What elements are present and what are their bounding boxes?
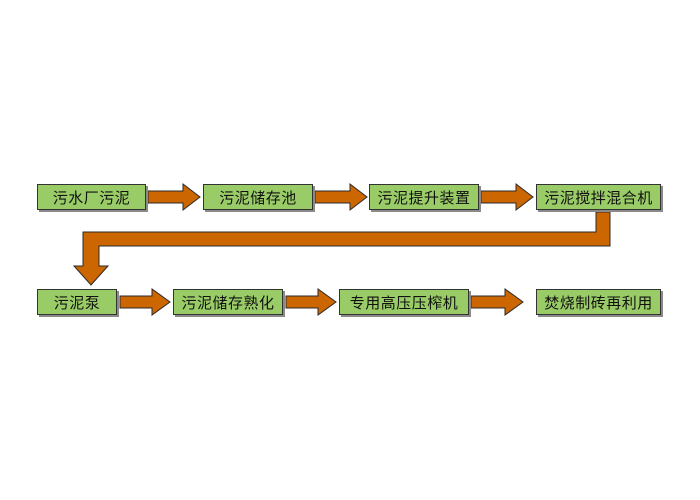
node-sludge-pump: 污泥泵 bbox=[37, 289, 117, 315]
arrow-row2-3 bbox=[470, 288, 524, 316]
arrow-row1-1 bbox=[147, 182, 201, 212]
arrow-row1-3 bbox=[480, 182, 534, 212]
node-sludge-mixer: 污泥搅拌混合机 bbox=[536, 184, 661, 210]
node-sludge-storage-maturation: 污泥储存熟化 bbox=[173, 289, 283, 315]
node-high-pressure-press: 专用高压压榨机 bbox=[339, 289, 469, 315]
arrow-row1-2 bbox=[314, 182, 368, 212]
arrow-row2-1 bbox=[119, 288, 171, 316]
node-sewage-plant-sludge: 污水厂污泥 bbox=[37, 184, 146, 210]
node-sludge-lifting-device: 污泥提升装置 bbox=[369, 184, 479, 210]
arrow-connector bbox=[72, 211, 611, 286]
node-incineration-brick-reuse: 焚烧制砖再利用 bbox=[536, 289, 661, 315]
arrow-row2-2 bbox=[285, 288, 337, 316]
node-sludge-storage-tank: 污泥储存池 bbox=[203, 184, 313, 210]
